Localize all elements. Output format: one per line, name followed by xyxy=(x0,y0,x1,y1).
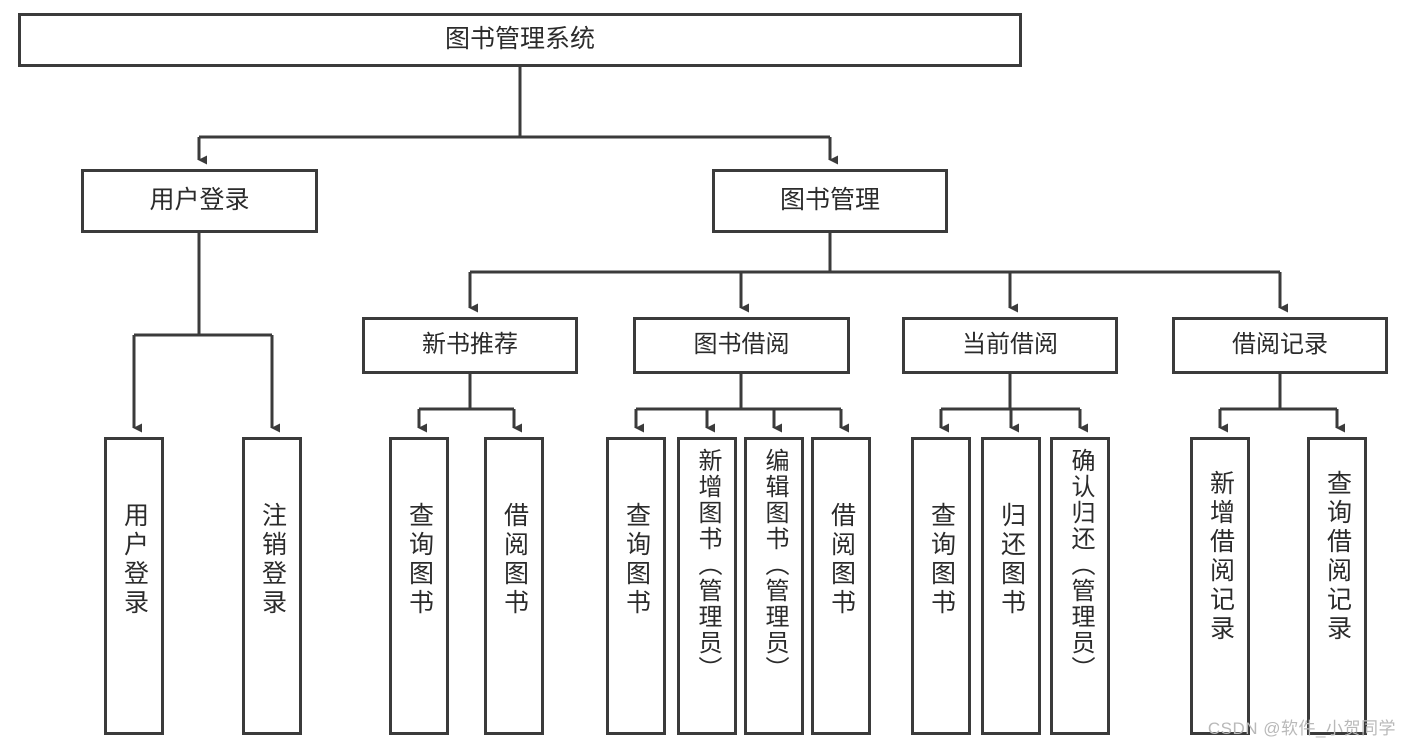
node-book-manage[interactable]: 图书管理 xyxy=(712,169,948,233)
node-current-borrow[interactable]: 当前借阅 xyxy=(902,317,1118,374)
node-leaf-query-book-2-label: 查询图书 xyxy=(622,502,651,618)
node-leaf-borrow-book-2[interactable]: 借阅图书 xyxy=(811,437,871,735)
node-leaf-edit-book[interactable]: 编辑图书（管理员） xyxy=(744,437,804,735)
node-leaf-add-record[interactable]: 新增借阅记录 xyxy=(1190,437,1250,735)
node-leaf-query-book-3-label: 查询图书 xyxy=(927,502,956,618)
node-current-borrow-label: 当前借阅 xyxy=(962,331,1058,359)
node-leaf-query-book-1[interactable]: 查询图书 xyxy=(389,437,449,735)
node-leaf-confirm-return[interactable]: 确认归还（管理员） xyxy=(1050,437,1110,735)
node-leaf-add-book[interactable]: 新增图书（管理员） xyxy=(677,437,737,735)
node-leaf-user-login[interactable]: 用户登录 xyxy=(104,437,164,735)
node-leaf-add-record-label: 新增借阅记录 xyxy=(1206,470,1235,644)
node-leaf-user-login-label: 用户登录 xyxy=(120,502,149,618)
node-book-manage-label: 图书管理 xyxy=(779,186,880,215)
node-new-book-recommend[interactable]: 新书推荐 xyxy=(362,317,578,374)
node-borrow-record[interactable]: 借阅记录 xyxy=(1172,317,1388,374)
node-user-login[interactable]: 用户登录 xyxy=(81,169,318,233)
node-leaf-logout[interactable]: 注销登录 xyxy=(242,437,302,735)
node-root[interactable]: 图书管理系统 xyxy=(18,13,1022,67)
node-leaf-query-book-1-label: 查询图书 xyxy=(405,502,434,618)
node-leaf-logout-label: 注销登录 xyxy=(258,502,287,618)
csdn-watermark: CSDN @软件_小贺同学 xyxy=(1207,719,1396,738)
node-borrow-record-label: 借阅记录 xyxy=(1232,331,1328,359)
node-book-borrow[interactable]: 图书借阅 xyxy=(633,317,850,374)
node-leaf-borrow-book-1[interactable]: 借阅图书 xyxy=(484,437,544,735)
node-user-login-label: 用户登录 xyxy=(149,186,250,215)
node-leaf-borrow-book-2-label: 借阅图书 xyxy=(827,502,856,618)
node-book-borrow-label: 图书借阅 xyxy=(693,331,790,359)
node-leaf-query-record[interactable]: 查询借阅记录 xyxy=(1307,437,1367,735)
node-leaf-return-book-label: 归还图书 xyxy=(997,502,1026,618)
node-leaf-query-record-label: 查询借阅记录 xyxy=(1323,470,1352,644)
node-leaf-query-book-3[interactable]: 查询图书 xyxy=(911,437,971,735)
node-leaf-return-book[interactable]: 归还图书 xyxy=(981,437,1041,735)
node-leaf-edit-book-label: 编辑图书（管理员） xyxy=(761,448,788,682)
node-leaf-query-book-2[interactable]: 查询图书 xyxy=(606,437,666,735)
node-leaf-borrow-book-1-label: 借阅图书 xyxy=(500,502,529,618)
node-leaf-add-book-label: 新增图书（管理员） xyxy=(694,448,721,682)
node-leaf-confirm-return-label: 确认归还（管理员） xyxy=(1067,448,1094,682)
node-root-label: 图书管理系统 xyxy=(444,25,595,54)
node-new-book-recommend-label: 新书推荐 xyxy=(422,331,518,359)
